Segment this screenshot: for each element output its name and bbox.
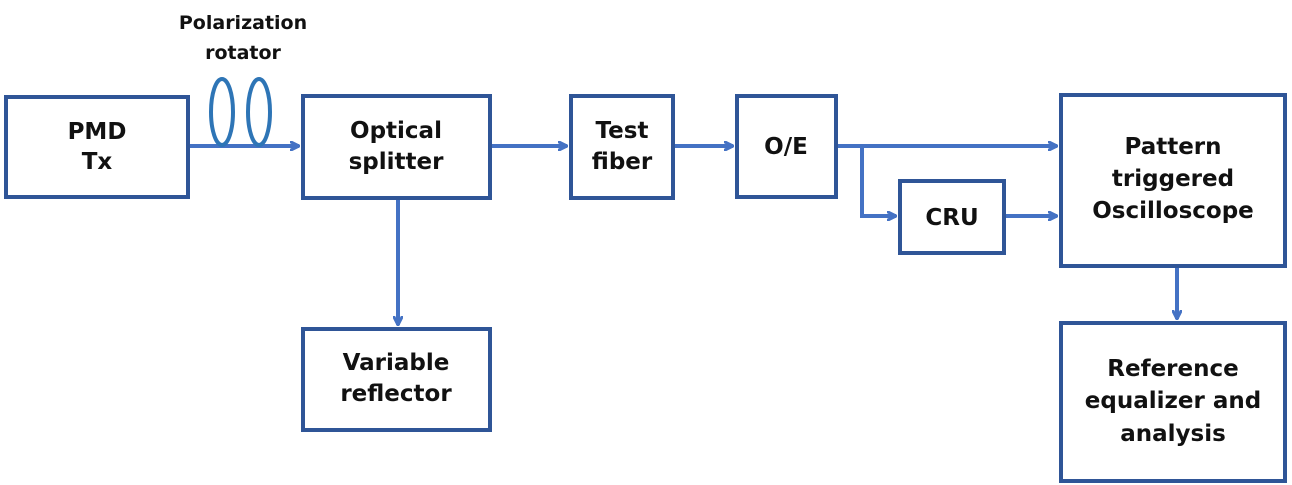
svg-text:triggered: triggered <box>1112 166 1234 192</box>
svg-text:fiber: fiber <box>592 149 653 175</box>
svg-text:Reference: Reference <box>1107 356 1238 382</box>
svg-text:Variable: Variable <box>343 350 450 376</box>
svg-text:Pattern: Pattern <box>1124 134 1221 160</box>
svg-text:CRU: CRU <box>925 205 978 231</box>
svg-text:reflector: reflector <box>340 381 452 407</box>
oscilloscope-block: Pattern triggered Oscilloscope <box>1059 93 1287 268</box>
svg-text:PMD: PMD <box>68 119 127 145</box>
svg-text:splitter: splitter <box>349 149 445 175</box>
oe-block: O/E <box>735 94 838 199</box>
polarization-rotator-label: Polarization rotator <box>179 12 307 64</box>
svg-text:equalizer and: equalizer and <box>1085 388 1261 414</box>
svg-text:Tx: Tx <box>82 149 113 175</box>
arrow-oe-to-cru <box>860 146 896 216</box>
svg-text:Test: Test <box>596 118 649 144</box>
variable-reflector-block: Variable reflector <box>301 327 492 432</box>
svg-text:Polarization: Polarization <box>179 12 307 34</box>
svg-text:rotator: rotator <box>205 42 281 64</box>
pmd-tx-block: PMD Tx <box>4 95 190 199</box>
connectors <box>188 146 1177 325</box>
cru-block: CRU <box>898 179 1006 255</box>
svg-text:analysis: analysis <box>1120 421 1226 447</box>
svg-text:O/E: O/E <box>764 134 808 160</box>
reference-equalizer-block: Reference equalizer and analysis <box>1059 321 1287 483</box>
optical-splitter-block: Optical splitter <box>301 94 492 200</box>
svg-text:Oscilloscope: Oscilloscope <box>1092 198 1254 224</box>
fiber-coil-icon <box>209 77 272 147</box>
test-fiber-block: Test fiber <box>569 94 675 200</box>
svg-text:Optical: Optical <box>350 118 442 144</box>
